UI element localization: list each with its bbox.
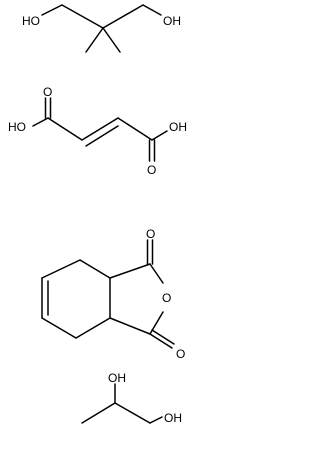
carbonyl-oxygen-label: O (176, 347, 185, 361)
hydroxyl-label: HO (8, 120, 26, 134)
bond (81, 117, 119, 141)
hydroxyl-label: HO (22, 14, 40, 28)
molecule-neopentyl-glycol: HO OH (22, 4, 181, 53)
molecule-propylene-glycol: OH OH (81, 371, 182, 425)
bond (47, 117, 83, 141)
bond (85, 27, 104, 53)
bond (109, 317, 151, 335)
structure-diagram: HO OH O HO OH O O O O (8, 4, 187, 425)
bond (85, 125, 119, 147)
bond (79, 259, 111, 279)
bond (81, 402, 116, 424)
bond (151, 329, 175, 345)
hydroxyl-label: OH (108, 371, 126, 385)
bond (109, 263, 151, 279)
bond (117, 117, 153, 141)
bond (149, 333, 173, 349)
bond (32, 117, 49, 127)
hydroxyl-label: OH (169, 120, 187, 134)
bond (102, 4, 144, 29)
hydroxyl-label: OH (163, 14, 181, 28)
bond (114, 402, 151, 424)
bond (41, 317, 77, 339)
bond (41, 259, 81, 279)
bond (151, 130, 168, 141)
bond (61, 4, 104, 29)
carbonyl-oxygen-label: O (147, 163, 156, 177)
bond (102, 27, 121, 53)
bond (149, 416, 163, 424)
structures-svg: HO OH O HO OH O O O O (8, 4, 187, 425)
molecule-fumaric-acid: O HO OH O (8, 85, 187, 177)
bond (75, 317, 111, 339)
bond (142, 4, 162, 16)
bond (149, 263, 164, 284)
carbonyl-oxygen-label: O (43, 85, 52, 99)
carbonyl-oxygen-label: O (146, 227, 155, 241)
molecule-tetrahydrophthalic-anhydride: O O O (41, 227, 185, 361)
bond (41, 4, 63, 16)
hydroxyl-label: OH (164, 411, 182, 425)
ring-oxygen-label: O (162, 291, 171, 305)
